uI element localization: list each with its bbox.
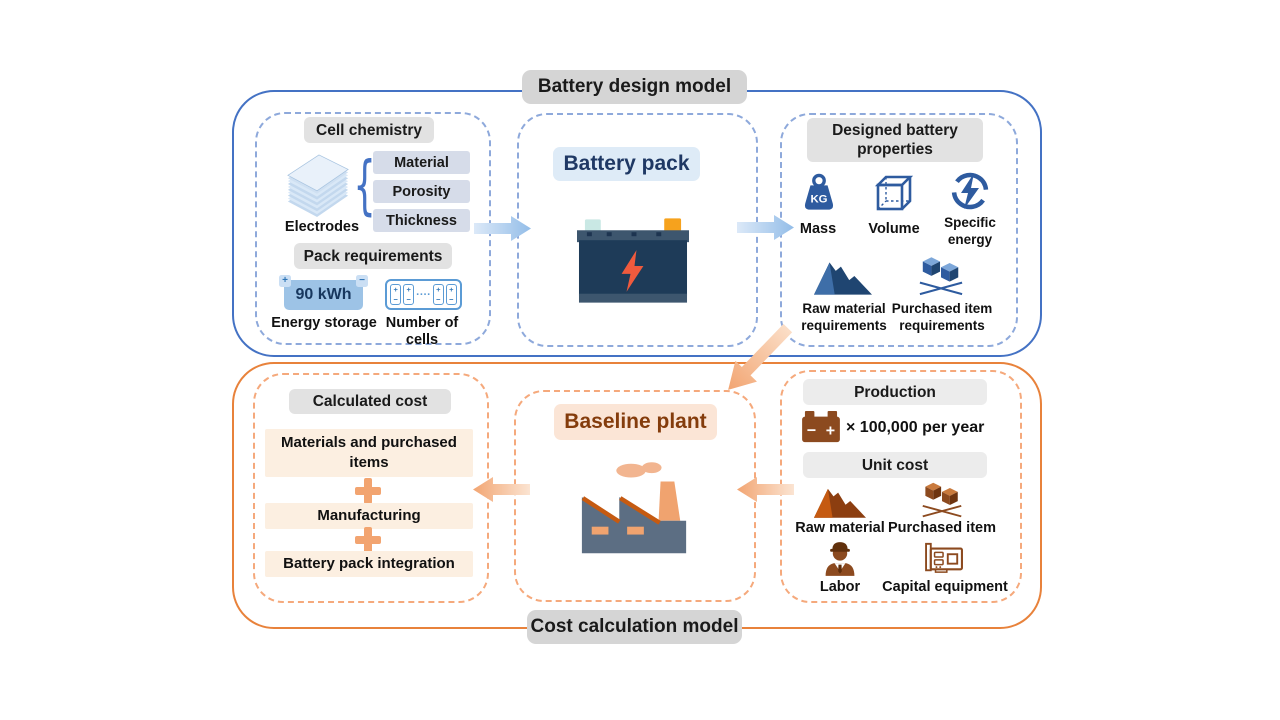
- raw-material-label: Raw material: [795, 520, 885, 536]
- boxes-icon: [919, 257, 963, 296]
- electrodes-label: Electrodes: [284, 219, 360, 235]
- kg-weight-icon: KG: [804, 173, 834, 210]
- arrow-left-icon: [737, 477, 794, 502]
- cell-icon: +−: [390, 284, 402, 305]
- cell-chemistry-header: Cell chemistry: [304, 117, 434, 143]
- production-rate: × 100,000 per year: [846, 419, 985, 436]
- cost-calculation-model-title: Cost calculation model: [527, 610, 742, 644]
- energy-storage-value: 90 kWh: [295, 286, 352, 303]
- boxes-icon: [922, 482, 962, 518]
- battery-pack-title: Battery pack: [553, 147, 700, 181]
- energy-storage-label: Energy storage: [271, 315, 377, 331]
- plus-terminal: +: [279, 275, 291, 287]
- parameter-thickness: Thickness: [373, 209, 470, 232]
- circuit-card-icon: [925, 542, 963, 573]
- ellipsis: ····: [416, 288, 431, 301]
- cube-icon: [874, 175, 914, 211]
- svg-text:KG: KG: [810, 194, 827, 206]
- baseline-plant-title: Baseline plant: [554, 404, 717, 440]
- factory-icon: [581, 462, 687, 554]
- lightning-circle-icon: [951, 172, 989, 210]
- number-of-cells-label: Number of cells: [385, 315, 459, 348]
- worker-icon: [825, 542, 855, 576]
- purchased-item-requirements-label: Purchased item requirements: [891, 301, 993, 333]
- calculated-cost-header: Calculated cost: [289, 389, 451, 414]
- energy-storage-battery-icon: + − 90 kWh: [279, 275, 368, 310]
- number-of-cells-icon: +− +− ···· +− +−: [385, 279, 462, 310]
- mountain-icon: [814, 262, 872, 295]
- raw-material-requirements-label: Raw material requirements: [801, 301, 887, 333]
- arrow-left-icon: [473, 477, 530, 502]
- unit-cost-header: Unit cost: [803, 452, 987, 478]
- arrow-diagonal-icon: [728, 323, 793, 390]
- brace-icon: {: [353, 149, 376, 223]
- arrow-right-icon: [737, 215, 794, 240]
- battery-design-model-title: Battery design model: [522, 70, 747, 104]
- cost-item-manufacturing: Manufacturing: [265, 503, 473, 529]
- plus-icon: [355, 478, 381, 504]
- specific-energy-label: Specific energy: [944, 215, 996, 247]
- svg-text:−: −: [807, 422, 816, 440]
- cell-icon: +−: [432, 284, 444, 305]
- parameter-material: Material: [373, 151, 470, 174]
- production-header: Production: [803, 379, 987, 405]
- designed-properties-header: Designed battery properties: [807, 118, 983, 162]
- cost-item-integration: Battery pack integration: [265, 551, 473, 577]
- electrode-stack-icon: [287, 154, 349, 218]
- production-battery-icon: − +: [802, 411, 840, 443]
- pack-requirements-header: Pack requirements: [294, 243, 452, 269]
- capital-equipment-label: Capital equipment: [882, 579, 1008, 595]
- arrow-right-icon: [474, 216, 531, 241]
- plus-icon: [355, 527, 381, 553]
- svg-text:+: +: [826, 422, 835, 440]
- battery-pack-icon: [577, 218, 689, 303]
- parameter-porosity: Porosity: [373, 180, 470, 203]
- labor-label: Labor: [819, 579, 861, 595]
- minus-terminal: −: [356, 275, 368, 287]
- mountain-icon: [814, 488, 866, 518]
- volume-label: Volume: [868, 221, 920, 237]
- cell-icon: +−: [445, 284, 457, 305]
- purchased-item-label: Purchased item: [888, 520, 996, 536]
- cost-item-materials: Materials and purchased items: [265, 429, 473, 477]
- mass-label: Mass: [799, 221, 837, 237]
- cell-icon: +−: [403, 284, 415, 305]
